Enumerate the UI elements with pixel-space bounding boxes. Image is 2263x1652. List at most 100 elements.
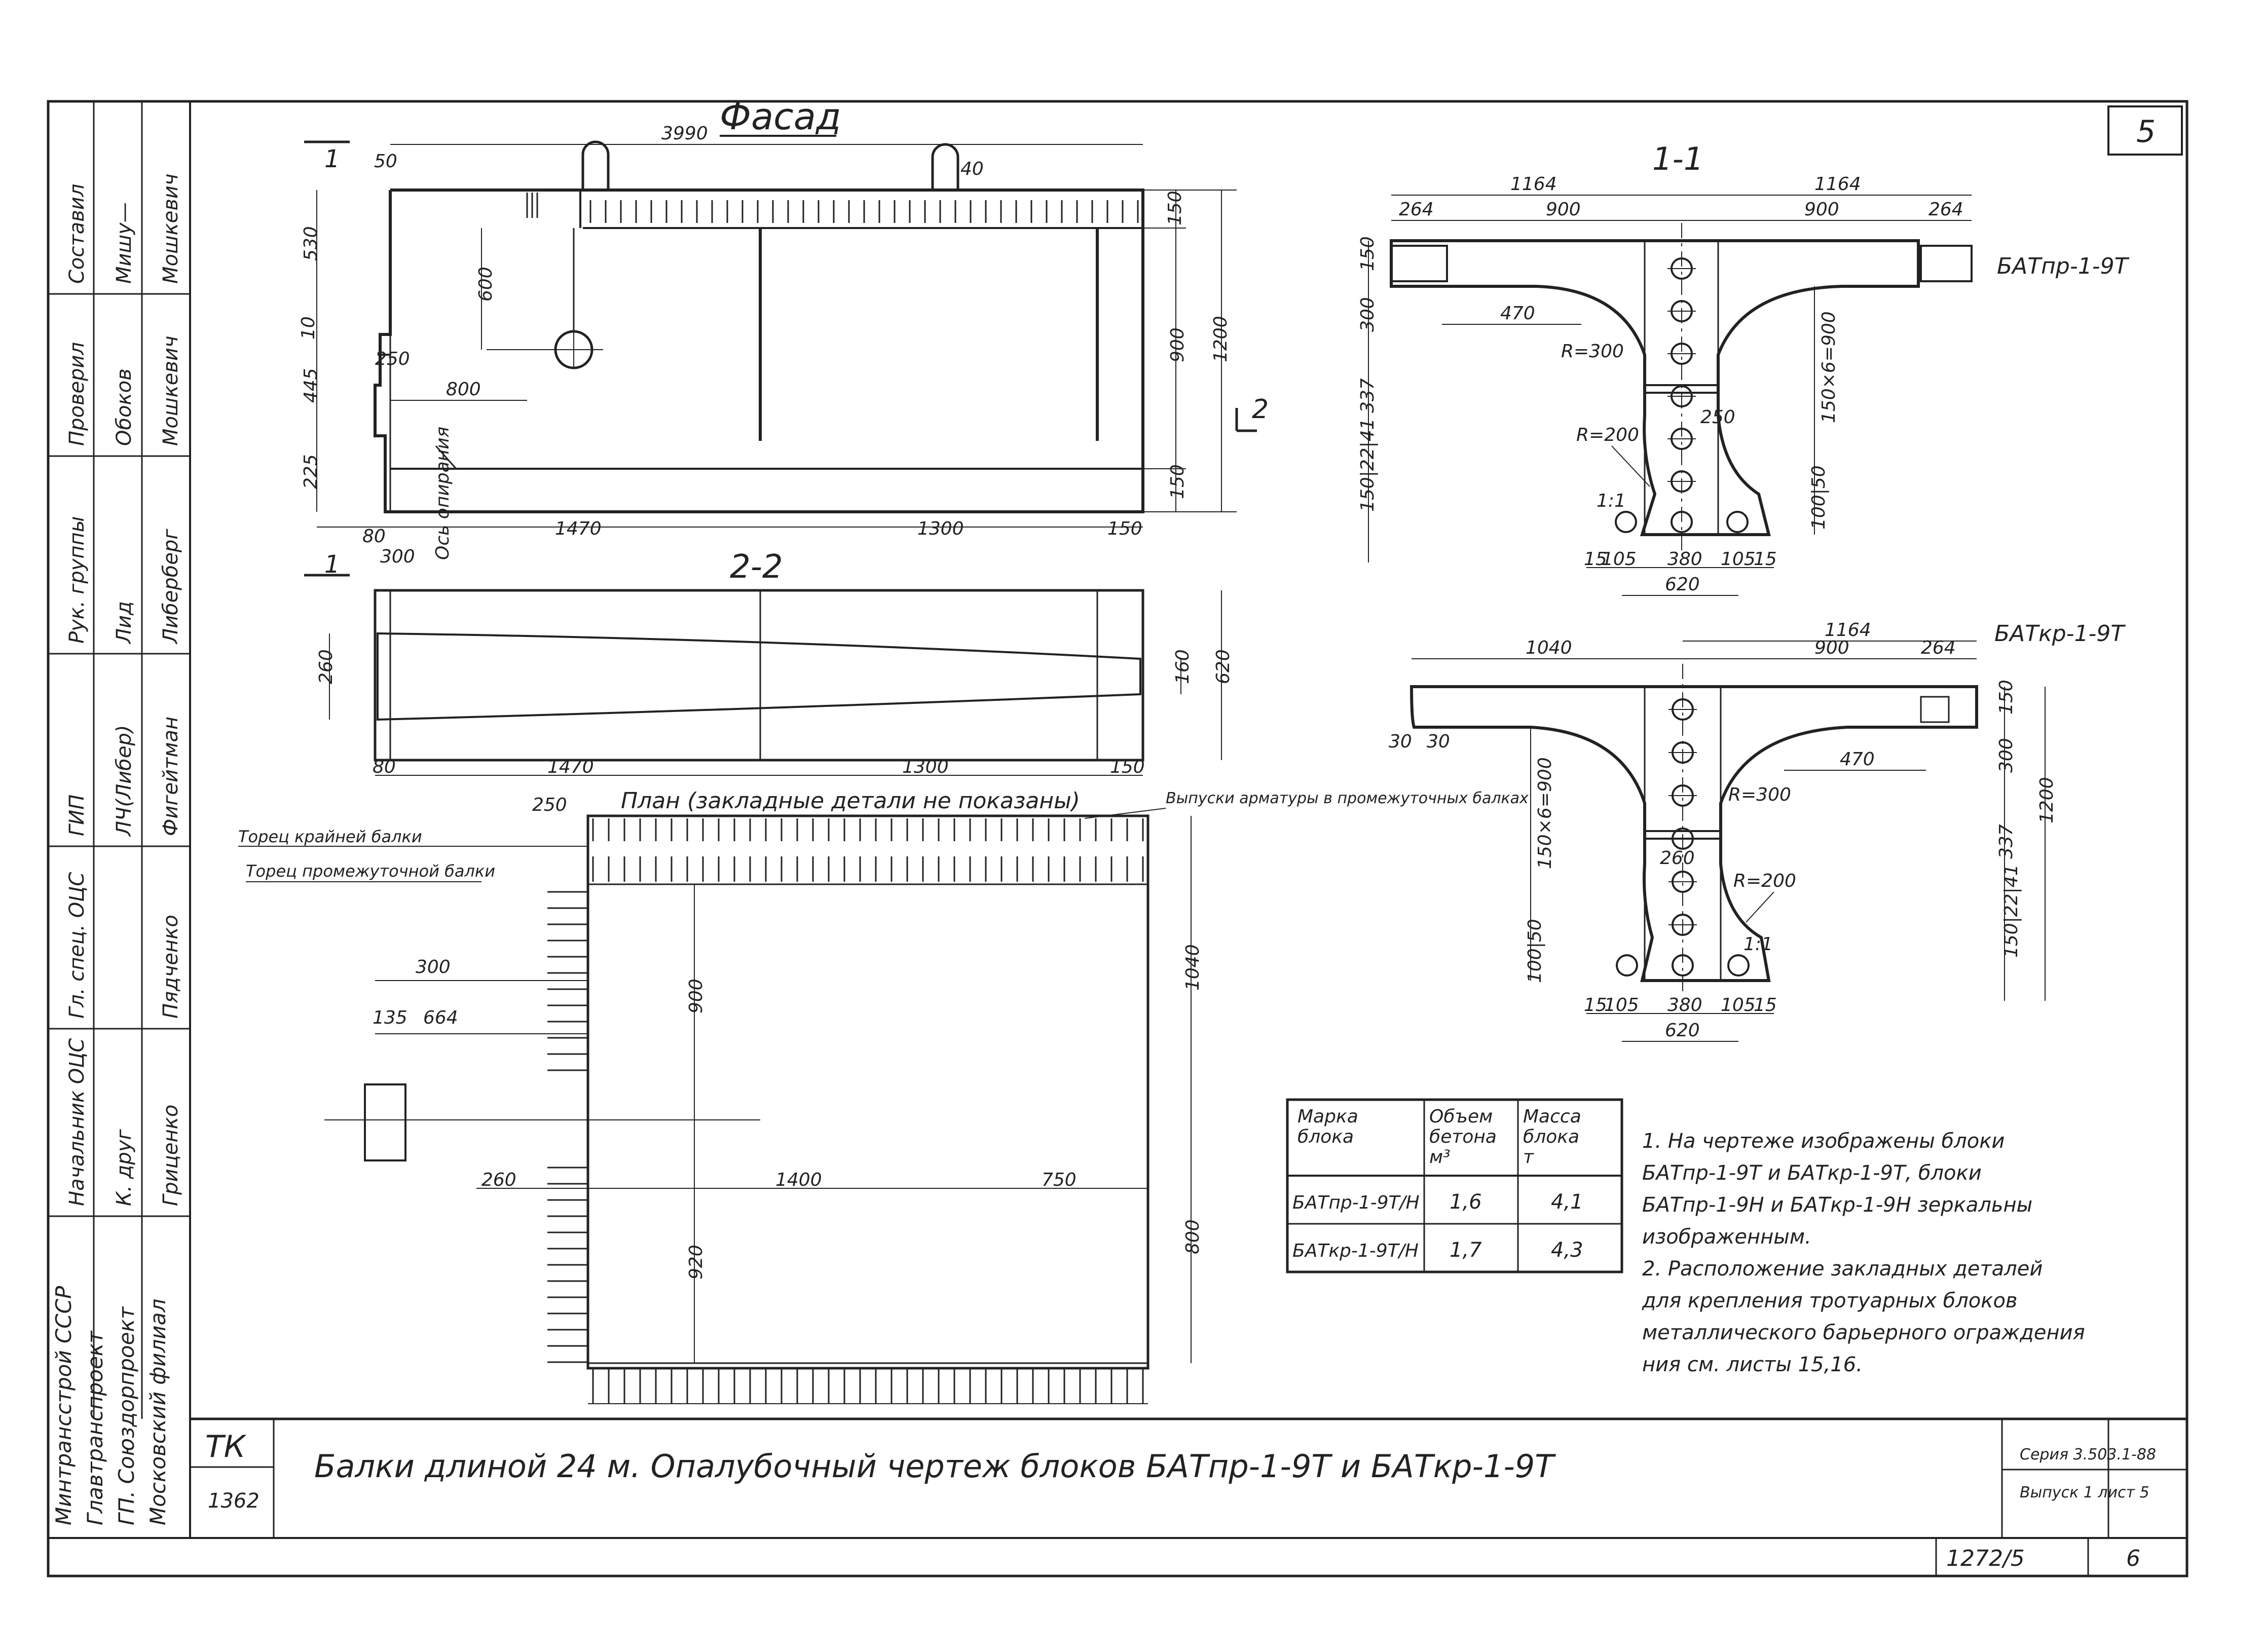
dim-11b-1200: 1200 [2036, 777, 2057, 823]
section-11-title: 1-1 [1652, 140, 1703, 177]
dim-22-1300: 1300 [902, 757, 949, 777]
dim-11t-150: 150 [1357, 236, 1378, 271]
dim-facade-pos: Ось опирания [432, 427, 453, 560]
dim-11b-r300: R=300 [1728, 784, 1791, 805]
dim-11t-r300: R=300 [1561, 341, 1624, 362]
stamp-org-line-3: Московский филиал [145, 1299, 170, 1525]
dim-11t-b15b: 15 [1754, 549, 1777, 570]
dim-11b-r200: R=200 [1733, 871, 1796, 891]
spec-volume-0: 1,6 [1450, 1190, 1482, 1214]
dim-11b-260: 260 [1660, 848, 1695, 869]
drawing-title: Балки длиной 24 м. Опалубочный чертеж бл… [314, 1448, 1556, 1485]
dim-plan-250: 250 [532, 795, 567, 815]
dim-facade-445: 445 [301, 368, 321, 403]
dim-facade-600: 600 [475, 267, 496, 302]
stamp-role-2: Рук. группы [65, 516, 89, 644]
dim-facade-50: 50 [374, 151, 397, 172]
facade-title: Фасад [720, 95, 841, 138]
stamp-org-line-1: Главтранспроект [83, 1330, 107, 1525]
facade-view: Фасад 3990 50 40 [298, 95, 1269, 579]
dim-plan-1040: 1040 [1182, 944, 1203, 991]
dim-11t-900b: 900 [1804, 199, 1839, 220]
dim-facade-40: 40 [960, 159, 984, 179]
dim-22-1470: 1470 [547, 757, 594, 777]
plan-title: План (закладные детали не показаны) [621, 788, 1080, 814]
stamp-name-2: Либерберг [159, 529, 182, 645]
dim-11t-b105b: 105 [1721, 549, 1756, 570]
section-11-bottom-block: БАТкр-1-9Т [1994, 621, 2126, 647]
dim-11b-b105a: 105 [1604, 995, 1639, 1016]
section-11-top-block: БАТпр-1-9Т [1997, 253, 2130, 279]
spec-mark-0: БАТпр-1-9Т/Н [1292, 1192, 1420, 1213]
spec-mass-0: 4,1 [1551, 1190, 1583, 1214]
section-1-1-top: 1-1 БАТпр-1-9Т 1164 1164 264 900 900 264… [1357, 140, 2130, 596]
note-line-7: ния см. листы 15,16. [1642, 1353, 1863, 1376]
dim-11b-150-22-41: 150|22|41 [2001, 864, 2022, 958]
title-block: ТК 1362 Балки длиной 24 м. Опалубочный ч… [190, 1429, 2156, 1513]
stamp-sign-1: Обоков [113, 368, 136, 446]
note-line-0: 1. На чертеже изображены блоки [1642, 1130, 2005, 1153]
dim-11b-1164: 1164 [1825, 620, 1871, 641]
dim-11b-b15a: 15 [1584, 995, 1607, 1016]
spec-header-1-0: Объем [1429, 1106, 1493, 1127]
stamp-org-line-2: ГП. Союздорпроект [114, 1306, 139, 1525]
dim-11t-264b: 264 [1928, 199, 1963, 220]
dim-plan-300: 300 [416, 957, 451, 978]
dim-11b-100-50: 100|50 [1525, 919, 1545, 983]
spec-volume-1: 1,7 [1450, 1238, 1482, 1262]
stamp-name-1: Мошкевич [159, 335, 182, 446]
dim-11t-b105a: 105 [1602, 549, 1637, 570]
footer-page: 6 [2126, 1546, 2140, 1571]
stamp-name-0: Мошкевич [159, 173, 182, 284]
dim-11t-b380: 380 [1667, 549, 1702, 570]
dim-facade-1470: 1470 [555, 518, 602, 539]
title-code: ТК [205, 1429, 247, 1465]
stamp-role-1: Проверил [65, 342, 89, 446]
cut-marker-1-top: 1 [324, 145, 340, 173]
section-22-title: 2-2 [730, 548, 783, 586]
stamp-name-3: Фигейтман [159, 717, 182, 836]
stamp-role-0: Составил [65, 184, 89, 284]
dim-facade-3990: 3990 [661, 123, 708, 144]
note-line-1: БАТпр-1-9Т и БАТкр-1-9Т, блоки [1642, 1161, 1982, 1185]
dim-facade-150b: 150 [1107, 518, 1142, 539]
dim-11t-150x6: 150×6=900 [1819, 311, 1839, 423]
dim-22-160: 160 [1172, 649, 1193, 684]
dim-11b-slope: 1:1 [1743, 934, 1773, 955]
dim-22-80: 80 [373, 757, 396, 777]
dim-facade-10: 10 [298, 316, 319, 340]
dim-plan-1400: 1400 [775, 1170, 822, 1190]
dim-plan-750: 750 [1042, 1170, 1077, 1190]
dim-facade-1200: 1200 [1210, 316, 1231, 362]
plan-callout: Выпуски арматуры в промежуточных балках [1166, 790, 1529, 807]
dim-11b-30b: 30 [1427, 731, 1450, 752]
stamp-role-4: Гл. спец. ОЦС [65, 872, 89, 1019]
note-line-5: для крепления тротуарных блоков [1642, 1289, 2018, 1312]
dim-plan-900: 900 [686, 979, 707, 1013]
spec-header-2-2: т [1523, 1147, 1534, 1168]
spec-header-1-2: м³ [1429, 1147, 1451, 1168]
dim-11t-250: 250 [1700, 407, 1735, 428]
dim-11b-1040: 1040 [1526, 637, 1572, 658]
dim-11t-337: 337 [1357, 378, 1378, 413]
dim-11b-900: 900 [1814, 637, 1849, 658]
stamp-sign-3: ЛЧ(Либер) [113, 725, 136, 837]
note-line-4: 2. Расположение закладных деталей [1642, 1257, 2043, 1281]
rebar-hole [1727, 954, 1750, 977]
dim-22-150: 150 [1110, 757, 1145, 777]
dim-facade-530: 530 [301, 226, 321, 261]
title-series: Серия 3.503.1-88 [2020, 1446, 2156, 1463]
dim-11t-100-50: 100|50 [1808, 465, 1829, 530]
stamp-name-5: Гриценко [159, 1105, 182, 1206]
section-2-2: 2-2 260 160 620 80 1470 1300 150 [316, 548, 1234, 777]
dim-plan-920: 920 [686, 1245, 707, 1280]
footer-code: 1272/5 [1946, 1546, 2025, 1571]
spec-mass-1: 4,3 [1551, 1238, 1583, 1262]
dim-11t-b15a: 15 [1584, 549, 1607, 570]
title-num: 1362 [208, 1489, 259, 1513]
dim-plan-260: 260 [481, 1170, 516, 1190]
plan-view: План (закладные детали не показаны) Выпу… [238, 788, 1529, 1404]
dim-facade-150-bot: 150 [1167, 464, 1188, 499]
dim-11b-620: 620 [1665, 1020, 1700, 1041]
